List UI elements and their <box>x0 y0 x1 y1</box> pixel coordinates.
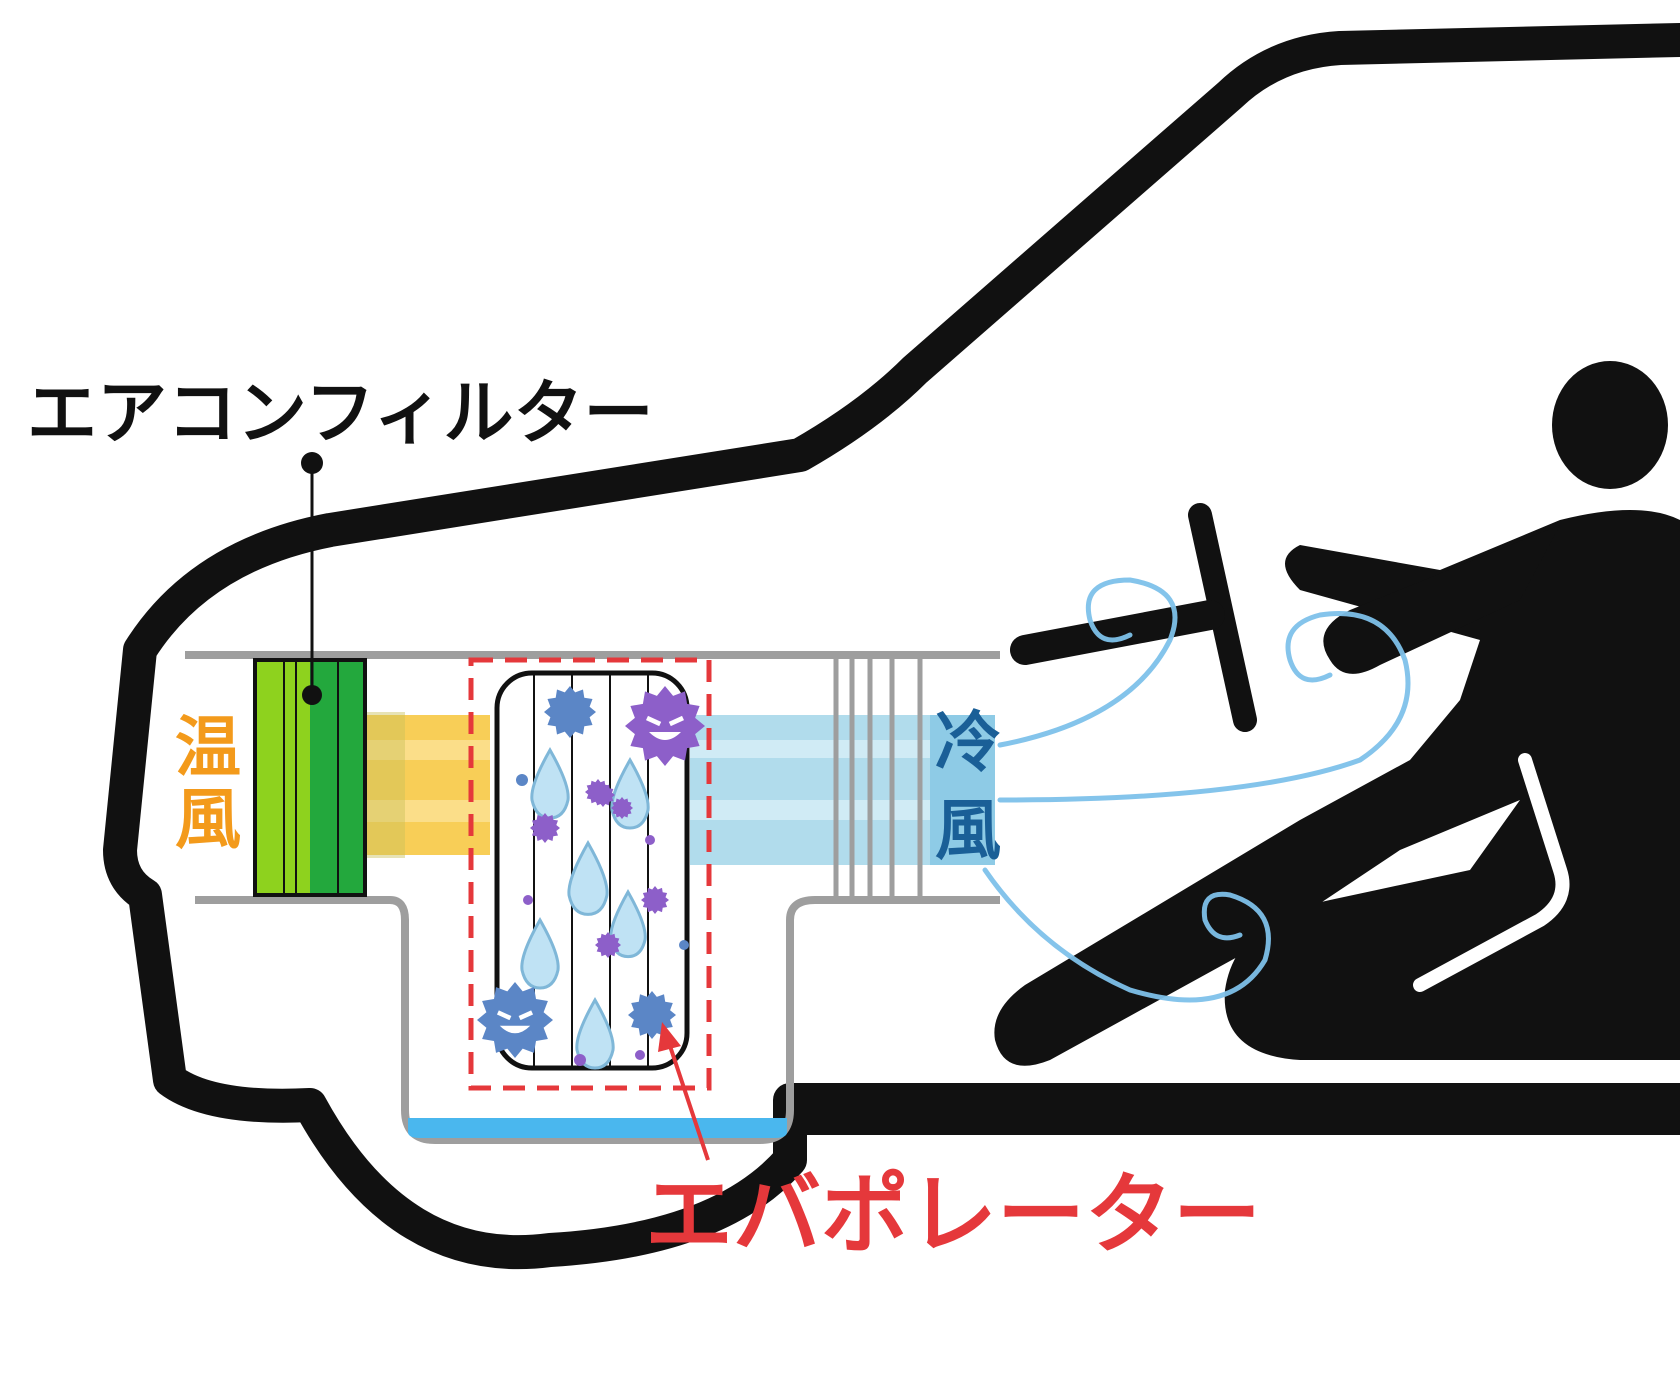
steering-wheel-icon <box>1010 503 1257 732</box>
germ-icon <box>625 686 705 766</box>
drain-water <box>408 1118 787 1138</box>
germ-dot <box>516 774 528 786</box>
air-duct <box>185 651 1000 1144</box>
germ-icon <box>595 932 621 958</box>
germ-icon <box>530 813 560 843</box>
svg-text:冷: 冷 <box>935 704 1001 781</box>
blower-fins <box>833 655 923 900</box>
germ-dot <box>635 1050 645 1060</box>
seat-belt-icon <box>1413 753 1570 992</box>
germ-icon <box>641 886 669 914</box>
airflow-swirl-icon <box>982 577 1411 1003</box>
air-filter-label: エアコンフィルター <box>27 372 654 454</box>
evaporator-highlight-box <box>468 657 712 1091</box>
cold-air-label: 冷 風 <box>935 704 1001 869</box>
warm-air-label: 温 風 <box>174 708 242 859</box>
driver-icon <box>994 361 1680 1066</box>
germ-icon <box>591 783 615 807</box>
svg-text:風: 風 <box>175 781 241 858</box>
svg-text:風: 風 <box>935 792 1001 869</box>
germ-dot <box>679 940 689 950</box>
evaporator-label: エバポレーター <box>645 1163 1261 1266</box>
germ-icon <box>544 686 596 738</box>
germs <box>477 686 705 1066</box>
germ-dot <box>645 835 655 845</box>
germ-icon <box>611 797 633 819</box>
svg-text:温: 温 <box>175 709 241 786</box>
germ-icon <box>477 982 553 1058</box>
evaporator-arrow <box>658 1022 710 1161</box>
water-drop-icon <box>520 916 560 990</box>
car-outline-icon <box>103 23 1680 1270</box>
water-drop-icon <box>609 888 647 959</box>
water-drop-icon <box>575 996 615 1070</box>
water-drop-icon <box>567 839 609 916</box>
germ-dot <box>574 1054 586 1066</box>
germ-dot <box>523 895 533 905</box>
filter-leader <box>301 452 323 705</box>
